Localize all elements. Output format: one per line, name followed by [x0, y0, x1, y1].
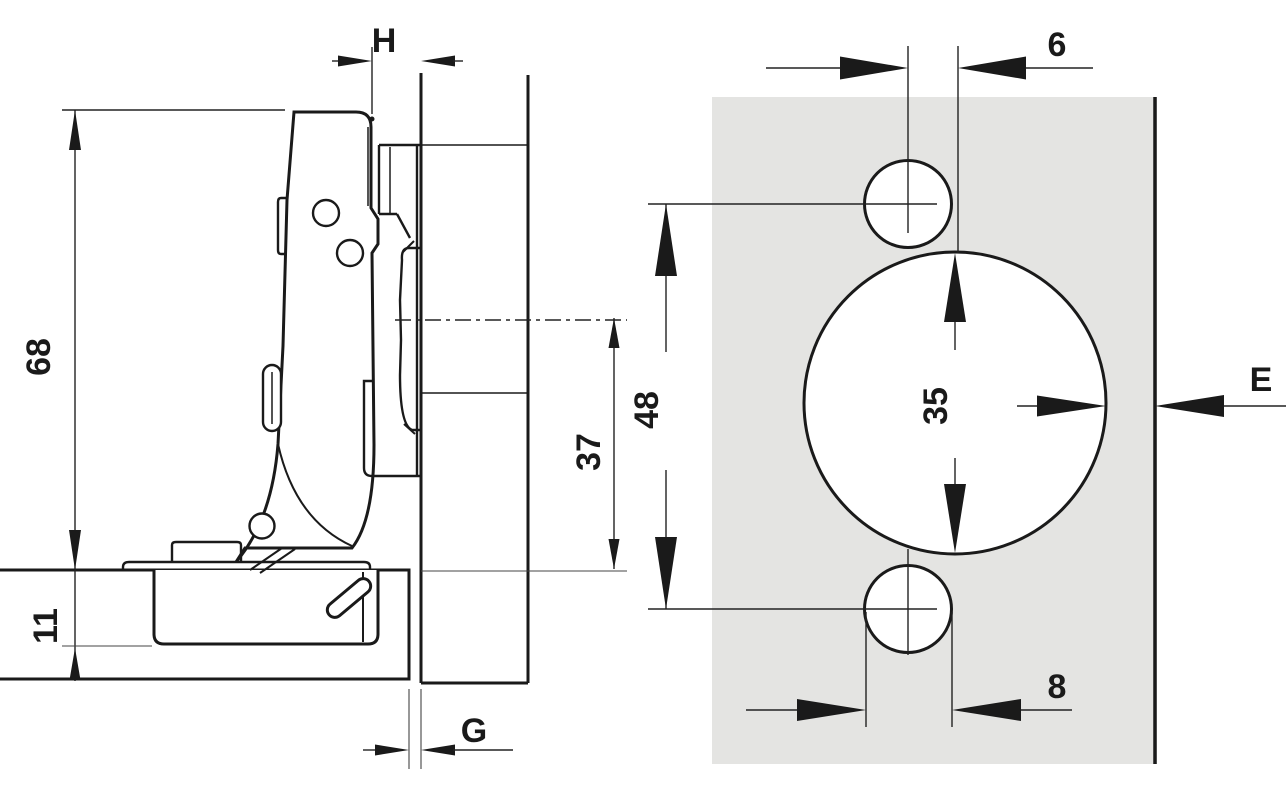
pattern-center-lines [648, 46, 959, 655]
arrow-down-icon [655, 537, 677, 609]
arrow-down-icon [608, 539, 620, 569]
arrow-up-icon [655, 204, 677, 276]
arrow-right-icon [375, 744, 409, 756]
dimension-11: 11 [27, 608, 152, 680]
dim-label-e: E [1250, 361, 1273, 399]
arrow-left-icon [958, 56, 1026, 80]
hinge-cup [152, 570, 380, 646]
cup-flange [121, 540, 372, 574]
arrow-up-icon [944, 253, 966, 322]
dimension-37: 37 [570, 318, 620, 569]
dim-label-48: 48 [628, 391, 666, 429]
pivot-hole [248, 512, 276, 540]
dim-label-35: 35 [917, 387, 955, 425]
dim-label-g: G [461, 712, 487, 750]
arrow-left-icon [1155, 395, 1224, 417]
arrow-right-icon [840, 56, 908, 80]
arrow-left-icon [421, 744, 455, 756]
hinge-side-view: H 68 11 37 G [0, 22, 627, 769]
pivot-dot [369, 116, 375, 122]
dimension-68: 68 [20, 109, 285, 681]
arm-hole-top [311, 198, 341, 228]
dim-label-68: 68 [20, 338, 58, 376]
dim-label-37: 37 [570, 433, 608, 471]
arrow-right-icon [1037, 395, 1106, 417]
dimension-8: 8 [746, 612, 1072, 727]
arm-hole-bottom [335, 238, 365, 268]
dimension-35: 35 [917, 253, 1106, 553]
dimension-48: 48 [628, 204, 677, 609]
arrow-left-icon [952, 699, 1021, 721]
arrow-up-icon [69, 110, 81, 150]
hinge-arm [234, 110, 380, 563]
dimension-h: H [332, 22, 463, 114]
dimension-6: 6 [766, 26, 1093, 80]
dim-label-6: 6 [1048, 26, 1067, 64]
drilling-pattern-view: 6 48 35 E [628, 26, 1286, 764]
cup-screw-slot [325, 577, 373, 619]
arrow-left-icon [421, 55, 455, 67]
dim-label-h: H [372, 22, 397, 60]
arrow-up-icon [608, 318, 620, 348]
arrow-right-icon [797, 699, 866, 721]
cabinet-panel [419, 73, 530, 685]
arrow-down-icon [69, 530, 81, 570]
arrow-up-icon [69, 648, 81, 680]
dim-label-8: 8 [1048, 668, 1067, 706]
plate-base [362, 379, 421, 478]
arrow-right-icon [338, 55, 372, 67]
dimension-g: G [363, 689, 513, 769]
cup-hole-circle [802, 250, 1108, 556]
arrow-down-icon [944, 484, 966, 553]
arm-side-tab [276, 196, 287, 256]
dimension-e: E [1155, 361, 1286, 417]
dim-label-11: 11 [27, 608, 65, 644]
